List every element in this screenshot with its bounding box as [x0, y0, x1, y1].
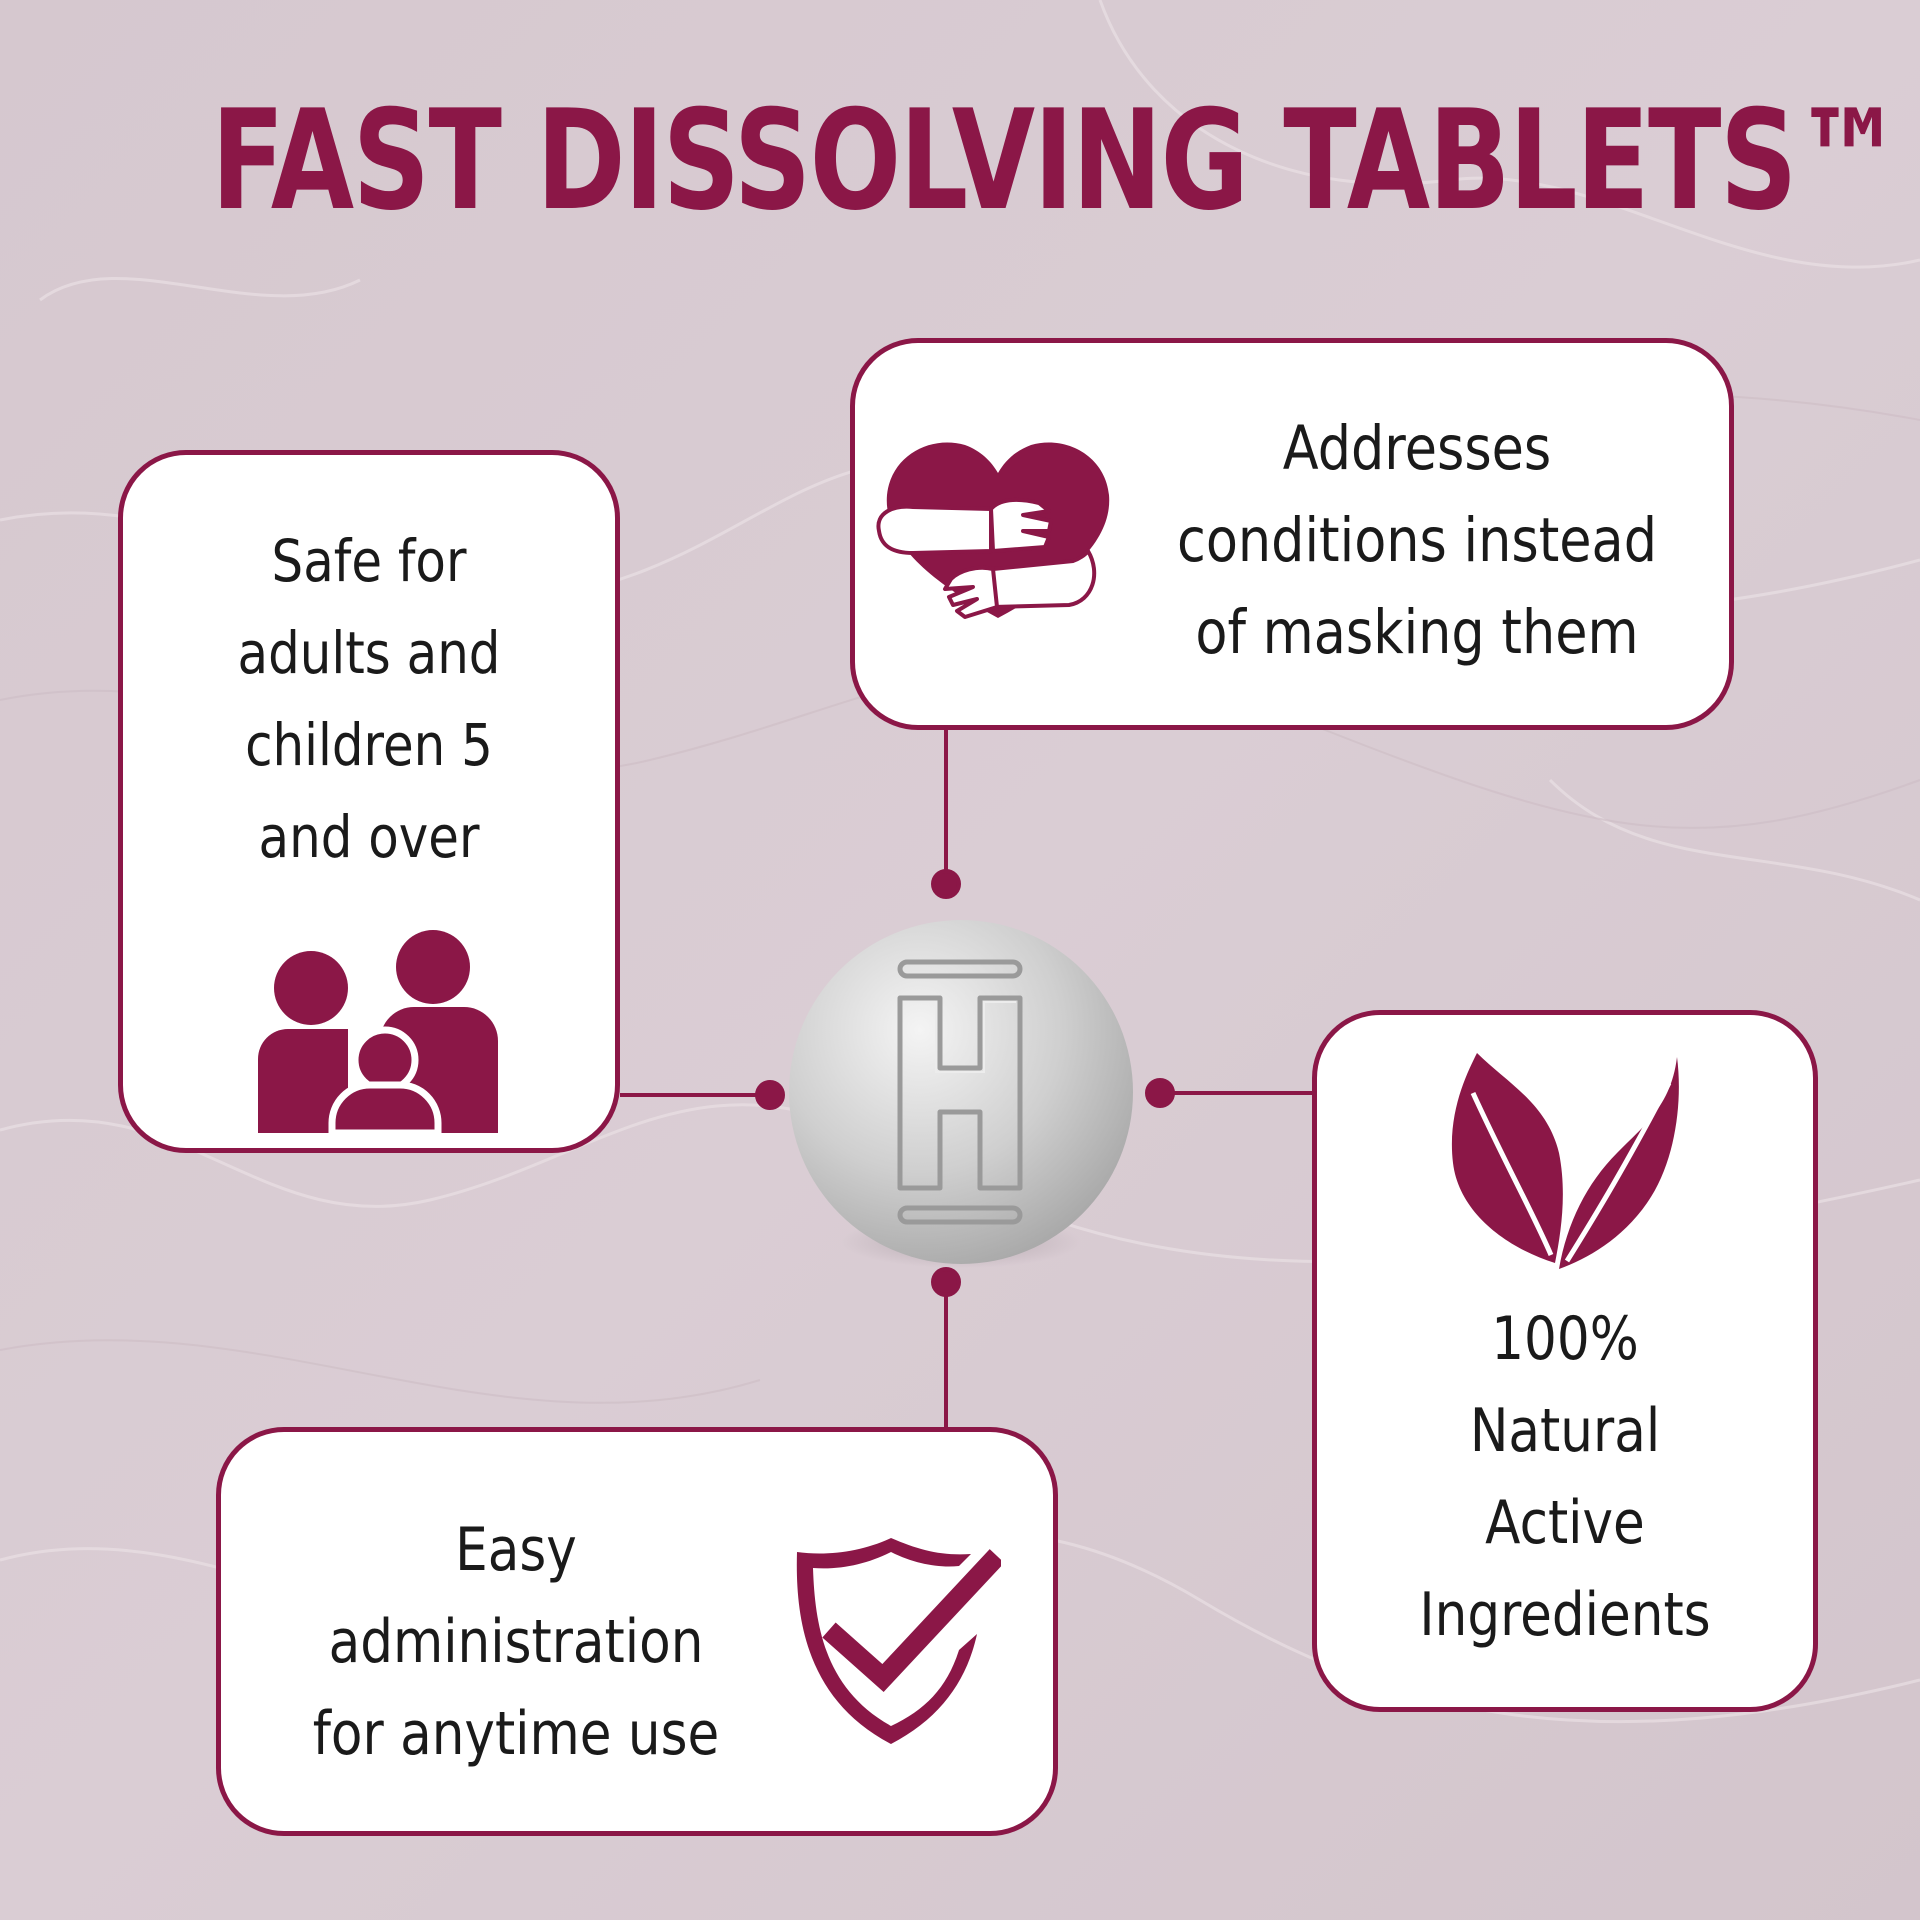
feature-text-safe: Safe for adults and children 5 and over — [237, 527, 501, 871]
feature-card-easy: Easy administration for anytime use — [216, 1427, 1058, 1836]
feature-card-natural: 100% Natural Active Ingredients — [1312, 1010, 1818, 1712]
feature-card-addresses: Addresses conditions instead of masking … — [850, 338, 1734, 730]
connector-dot-right — [1145, 1078, 1175, 1108]
feature-card-safe: Safe for adults and children 5 and over — [118, 450, 620, 1153]
family-icon — [258, 930, 498, 1133]
connector-dot-top — [931, 869, 961, 899]
feature-text-addresses: Addresses conditions instead of masking … — [1176, 413, 1658, 668]
tablet-pill-icon — [789, 920, 1133, 1268]
heart-hug-icon — [876, 442, 1110, 619]
leaves-icon — [1451, 1053, 1679, 1269]
page-title: FAST DISSOLVING TABLETS™ — [211, 80, 1903, 241]
connector-dot-left — [755, 1080, 785, 1110]
feature-text-easy: Easy administration for anytime use — [312, 1515, 720, 1769]
connector-dot-bottom — [931, 1267, 961, 1297]
shield-check-icon — [796, 1538, 1001, 1744]
feature-text-natural: 100% Natural Active Ingredients — [1419, 1304, 1711, 1650]
